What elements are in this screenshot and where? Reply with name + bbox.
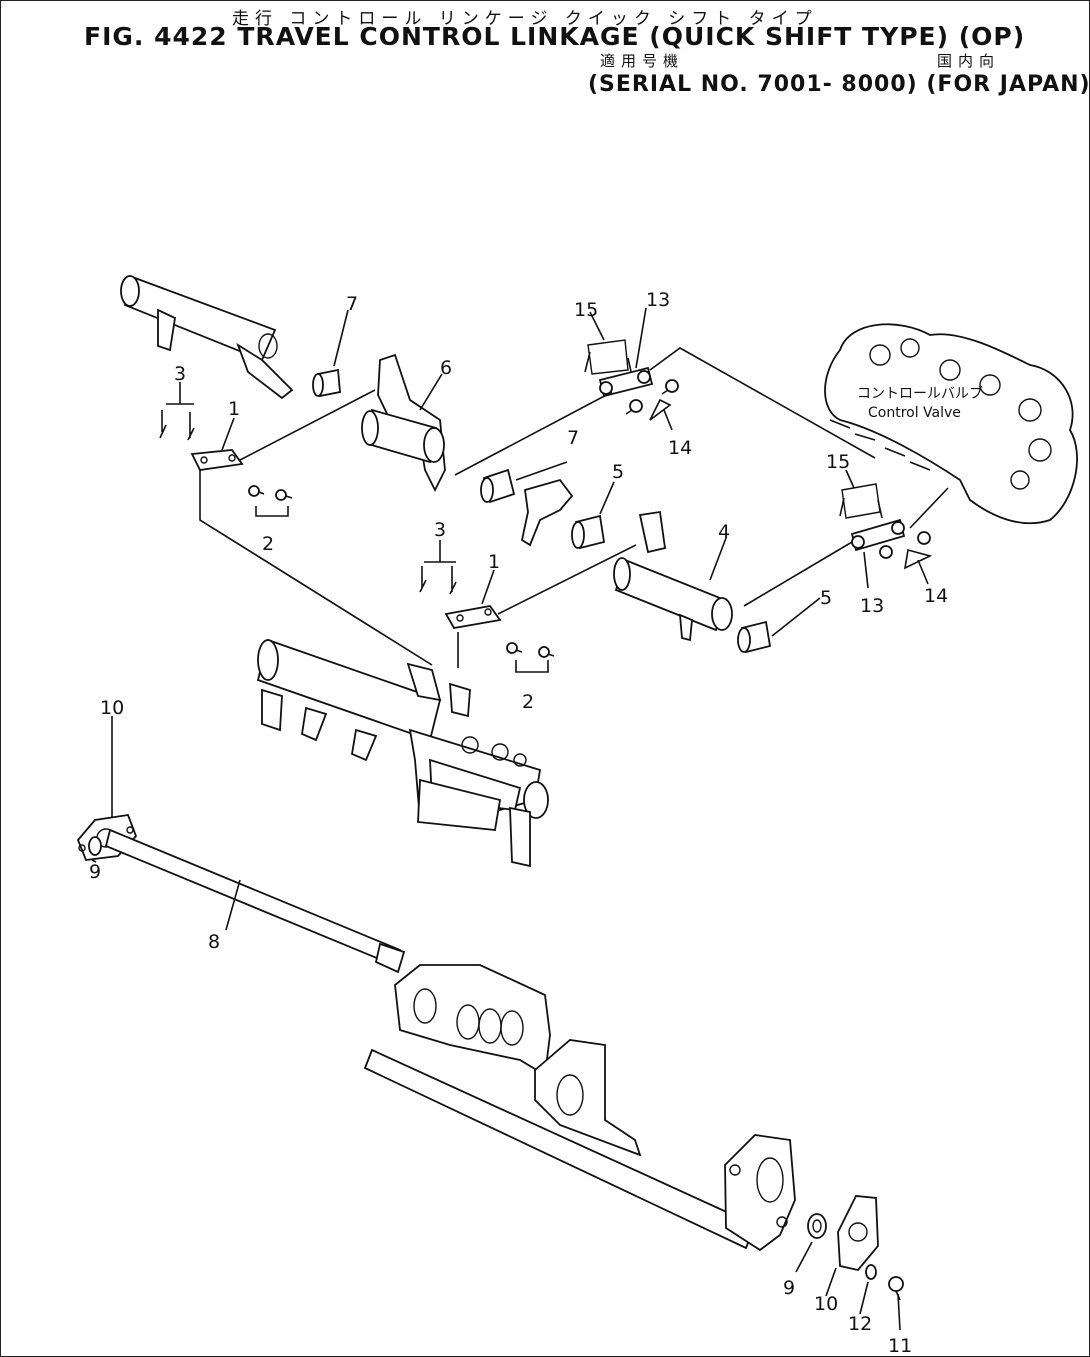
callout-7-upper: 7 bbox=[346, 293, 358, 315]
pins-3-upper bbox=[159, 410, 195, 441]
bolts-2-lower bbox=[506, 642, 555, 658]
figure-title: FIG. 4422 TRAVEL CONTROL LINKAGE (QUICK … bbox=[84, 22, 1026, 51]
bushing-7-lower bbox=[480, 468, 516, 504]
callout-2-lower: 2 bbox=[522, 691, 534, 713]
control-valve-label-jp: コントロールバルブ bbox=[857, 385, 983, 402]
pin-15-lower bbox=[839, 483, 883, 519]
bolts-14-lower bbox=[879, 531, 933, 570]
control-valve: コントロールバルブ Control Valve bbox=[824, 323, 1078, 525]
control-valve-label-en: Control Valve bbox=[868, 405, 961, 421]
pin-13-upper bbox=[598, 366, 654, 398]
japan-label-japanese: 国内向 bbox=[937, 52, 1001, 70]
callout-labels: 1 2 3 1 2 3 4 5 5 6 7 7 8 9 9 10 10 11 1… bbox=[89, 289, 948, 1357]
pins-3-lower bbox=[419, 566, 457, 595]
flange-10-lower bbox=[837, 1195, 879, 1271]
callout-8: 8 bbox=[208, 931, 220, 953]
callout-10-upper: 10 bbox=[100, 697, 124, 719]
frame-bracket bbox=[363, 964, 796, 1252]
callout-3-upper: 3 bbox=[174, 363, 186, 385]
pin-15-upper bbox=[584, 339, 633, 377]
callout-10-lower: 10 bbox=[814, 1293, 838, 1315]
leader-lines bbox=[91, 307, 949, 1331]
callout-9-lower: 9 bbox=[783, 1277, 795, 1299]
callout-15-lower: 15 bbox=[826, 451, 850, 473]
bushing-7-upper bbox=[312, 368, 341, 398]
washer-12 bbox=[865, 1264, 877, 1280]
callout-4: 4 bbox=[718, 521, 730, 543]
pin-13-lower bbox=[850, 518, 906, 552]
central-linkage-housing bbox=[256, 638, 549, 868]
bushing-5-upper bbox=[571, 514, 606, 550]
callout-9-upper: 9 bbox=[89, 861, 101, 883]
bolts-2-upper bbox=[248, 485, 293, 501]
callout-7-lower: 7 bbox=[567, 427, 579, 449]
shaft-4 bbox=[613, 510, 733, 642]
callout-14-lower: 14 bbox=[924, 585, 948, 607]
title-japanese: 走行 コントロール リンケージ クイック シフト タイプ bbox=[232, 9, 818, 29]
shaft-8 bbox=[104, 828, 406, 974]
lever-fork bbox=[520, 478, 574, 547]
callout-5-lower: 5 bbox=[820, 587, 832, 609]
callout-6: 6 bbox=[440, 357, 452, 379]
callout-5-upper: 5 bbox=[612, 461, 624, 483]
lever-6 bbox=[361, 353, 446, 493]
clevis-1-upper bbox=[190, 449, 244, 471]
clevis-1-lower bbox=[444, 605, 502, 629]
bolt-11 bbox=[888, 1276, 904, 1301]
callout-1-upper: 1 bbox=[228, 398, 240, 420]
callout-13-lower: 13 bbox=[860, 595, 884, 617]
washer-9-upper bbox=[88, 836, 102, 856]
callout-11: 11 bbox=[888, 1335, 912, 1357]
callout-2-upper: 2 bbox=[262, 533, 274, 555]
bolts-14-upper bbox=[625, 379, 679, 421]
callout-15-upper: 15 bbox=[574, 299, 598, 321]
serial-range: (SERIAL NO. 7001- 8000) (FOR JAPAN) bbox=[588, 72, 1090, 97]
callout-1-lower: 1 bbox=[488, 551, 500, 573]
callout-3-lower: 3 bbox=[434, 519, 446, 541]
callout-12: 12 bbox=[848, 1313, 872, 1335]
applicable-label-japanese: 適用号機 bbox=[600, 52, 685, 70]
washer-9-lower bbox=[807, 1213, 827, 1239]
callout-14-upper: 14 bbox=[668, 437, 692, 459]
callout-13-upper: 13 bbox=[646, 289, 670, 311]
bushing-5-lower bbox=[737, 620, 772, 654]
upper-left-shaft bbox=[120, 275, 294, 400]
